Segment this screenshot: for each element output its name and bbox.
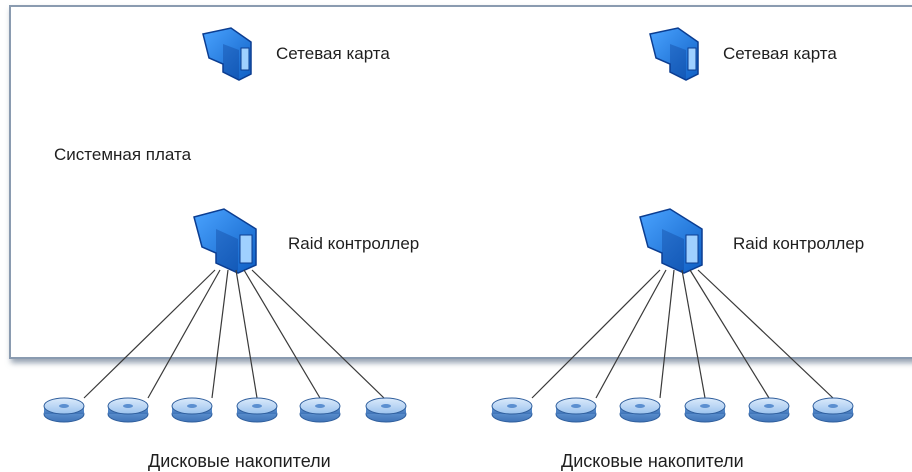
network-card-icon — [649, 27, 699, 81]
disk-icon — [748, 397, 790, 423]
disk-icon — [684, 397, 726, 423]
raid-controller-2: Raid контроллер — [639, 208, 864, 274]
disk-icon — [555, 397, 597, 423]
raid-controller-label: Raid контроллер — [288, 234, 419, 253]
network-card-icon — [202, 27, 252, 81]
disk-row-1 — [43, 397, 407, 423]
system-board-label: Системная плата — [54, 145, 192, 164]
disk-icon — [491, 397, 533, 423]
disk-row-2 — [491, 397, 854, 423]
disk-icon — [619, 397, 661, 423]
disk-icon — [812, 397, 854, 423]
disk-links-2 — [531, 269, 834, 399]
network-card-2: Сетевая карта — [649, 27, 837, 81]
disk-links-1 — [83, 269, 385, 399]
network-card-label: Сетевая карта — [723, 44, 837, 63]
system-board-frame — [9, 5, 912, 359]
disks-label: Дисковые накопители — [561, 451, 744, 471]
disk-icon — [299, 397, 341, 423]
raid-controller-label: Raid контроллер — [733, 234, 864, 253]
raid-controller-1: Raid контроллер — [193, 208, 419, 274]
network-card-label: Сетевая карта — [276, 44, 390, 63]
network-card-1: Сетевая карта — [202, 27, 390, 81]
disks-label: Дисковые накопители — [148, 451, 331, 471]
disk-icon — [365, 397, 407, 423]
disk-icon — [236, 397, 278, 423]
raid-controller-icon — [639, 208, 703, 274]
disk-icon — [43, 397, 85, 423]
disk-icon — [171, 397, 213, 423]
raid-controller-icon — [193, 208, 257, 274]
disk-icon — [107, 397, 149, 423]
